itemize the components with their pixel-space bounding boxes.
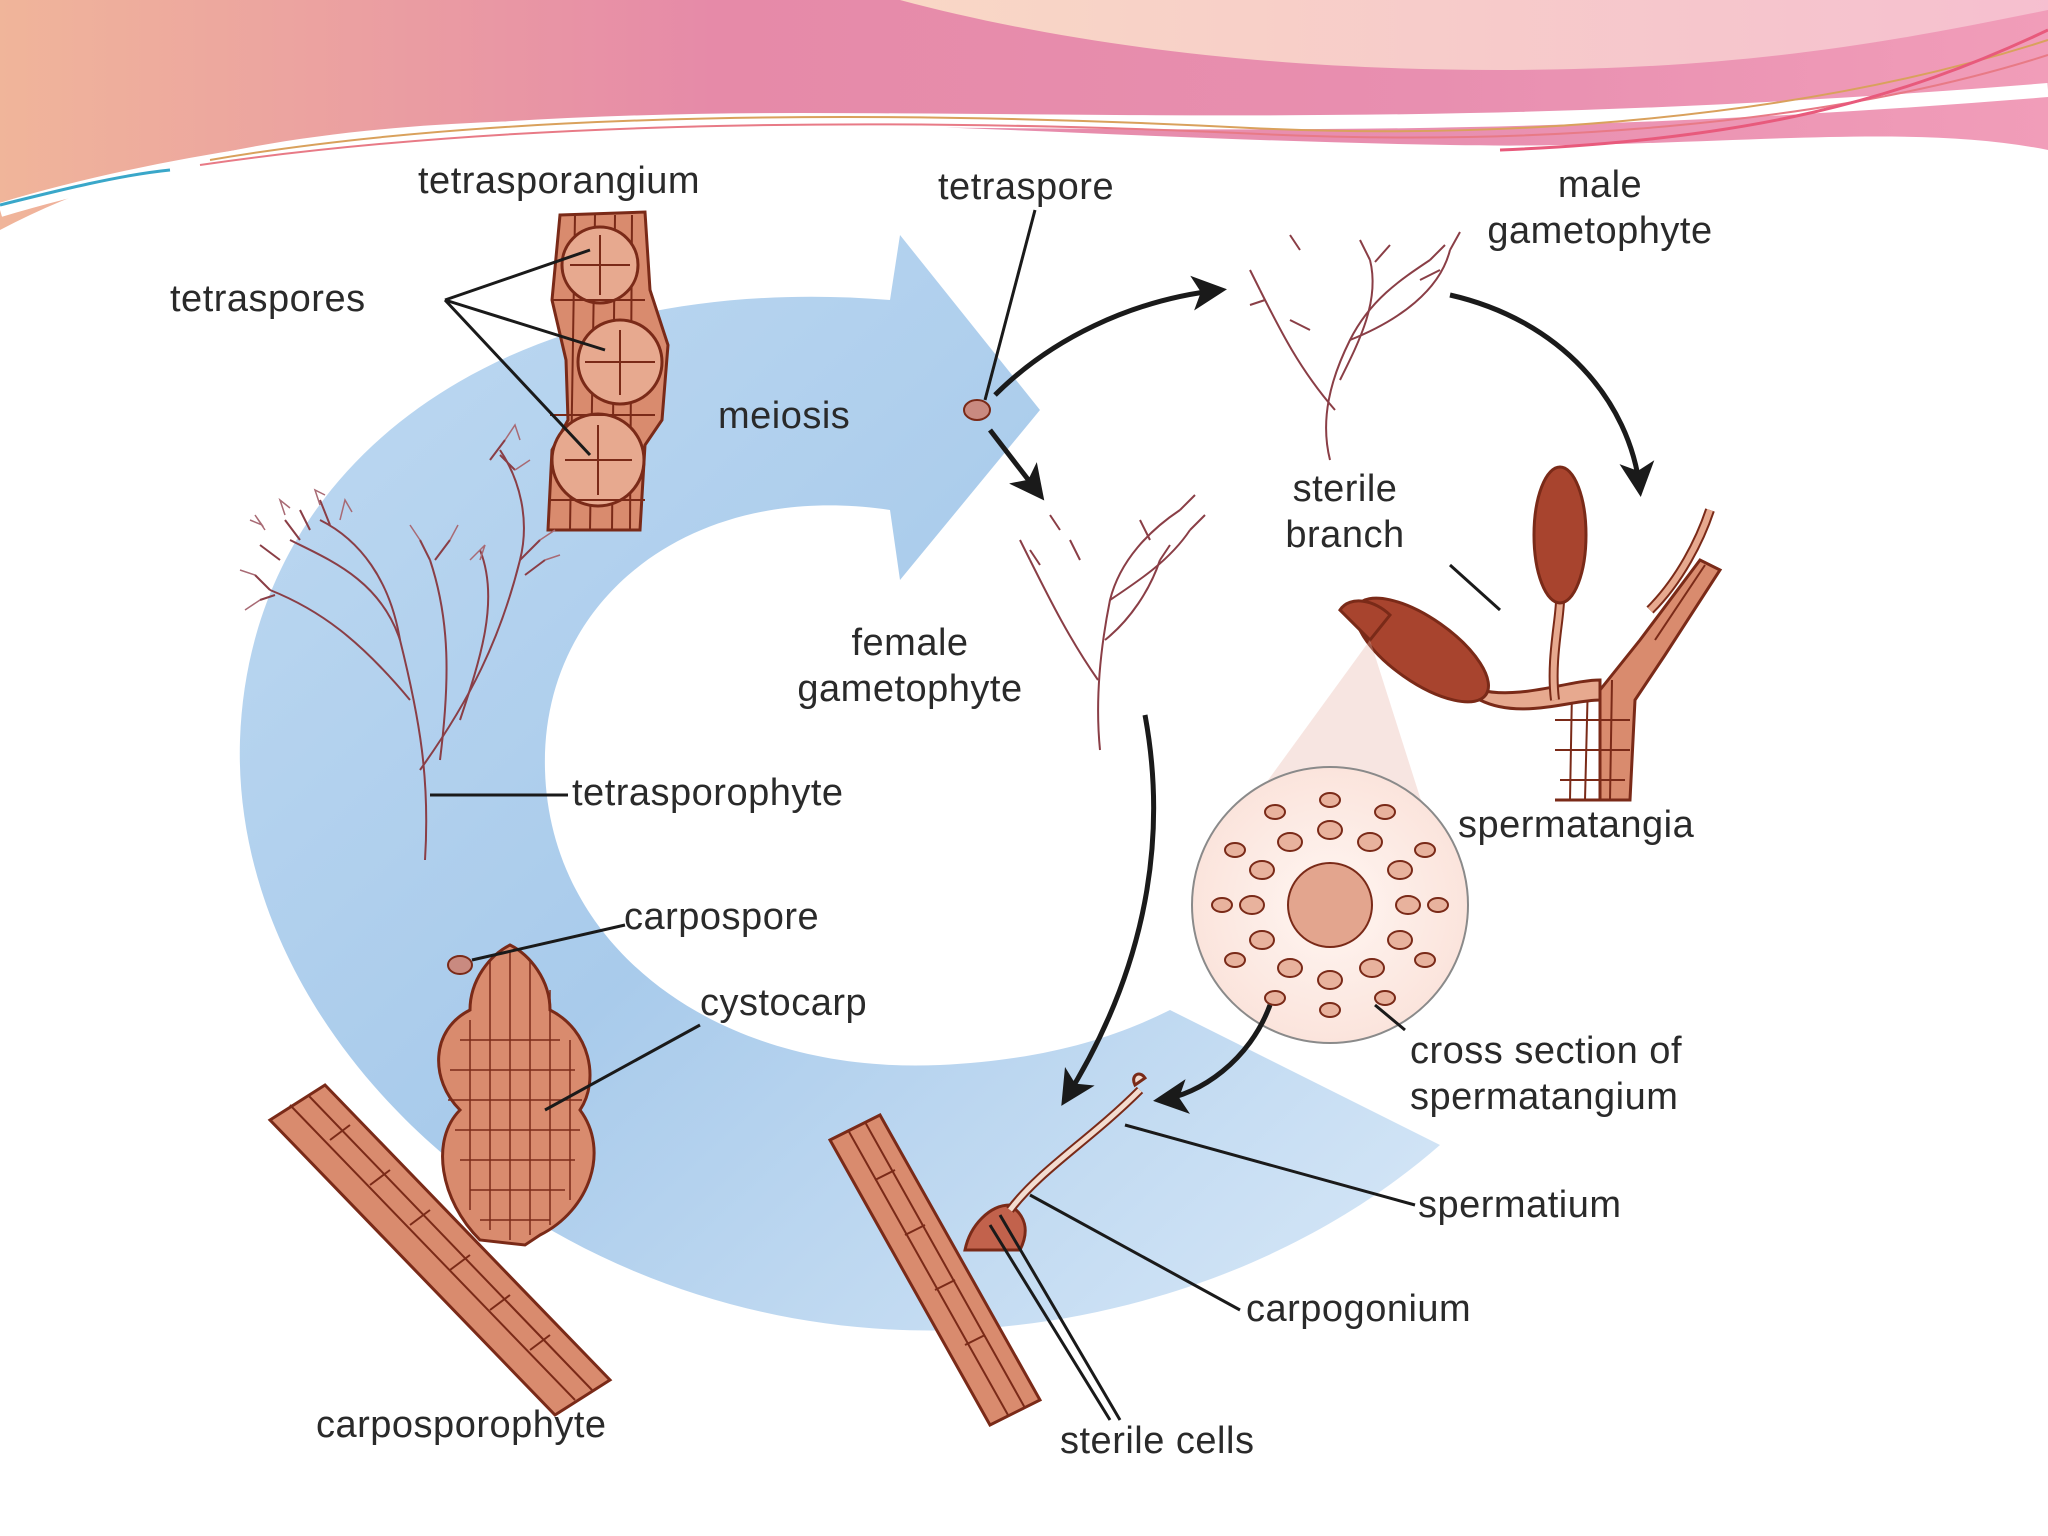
male-gametophyte-plant	[1249, 231, 1461, 461]
cross-section-drawing	[1191, 766, 1469, 1044]
label-male-gametophyte-line1: male	[1557, 164, 1643, 206]
tetraspore-dot	[963, 399, 991, 421]
label-male-gametophyte-line2: gametophyte	[1487, 210, 1713, 252]
tetrasporangium-drawing	[546, 210, 670, 532]
label-carposporophyte: carposporophyte	[316, 1404, 607, 1446]
label-female-gametophyte-line2: gametophyte	[797, 668, 1023, 710]
label-tetrasporophyte: tetrasporophyte	[572, 772, 844, 814]
label-meiosis: meiosis	[718, 395, 851, 437]
label-female-gametophyte-line1: female	[851, 622, 969, 664]
cycle-arrows	[988, 275, 1655, 1114]
carpogonium-drawing	[827, 1072, 1148, 1427]
label-sterile-branch-line1: sterile	[1292, 468, 1398, 510]
label-carpospore: carpospore	[624, 896, 820, 938]
label-sterile-cells: sterile cells	[1060, 1420, 1255, 1462]
label-carpogonium: carpogonium	[1246, 1288, 1472, 1330]
label-tetraspores: tetraspores	[170, 278, 366, 320]
carposporophyte-drawing	[267, 943, 613, 1417]
carpospore-dot	[447, 955, 473, 975]
female-gametophyte-plant	[1019, 494, 1206, 751]
tetrasporophyte-plant	[239, 423, 561, 861]
label-tetraspore: tetraspore	[938, 166, 1115, 208]
spermatangia-branch	[1338, 465, 1723, 802]
label-cystocarp: cystocarp	[700, 982, 868, 1024]
header-decoration	[0, 0, 2048, 230]
label-sterile-branch-line2: branch	[1285, 514, 1405, 556]
label-tetrasporangium: tetrasporangium	[418, 160, 701, 202]
leader-lines	[430, 209, 1502, 1421]
label-spermatangia: spermatangia	[1458, 804, 1695, 846]
label-spermatium: spermatium	[1418, 1184, 1622, 1226]
label-cross-section-line1: cross section of	[1410, 1030, 1682, 1072]
label-cross-section-line2: spermatangium	[1410, 1076, 1679, 1118]
